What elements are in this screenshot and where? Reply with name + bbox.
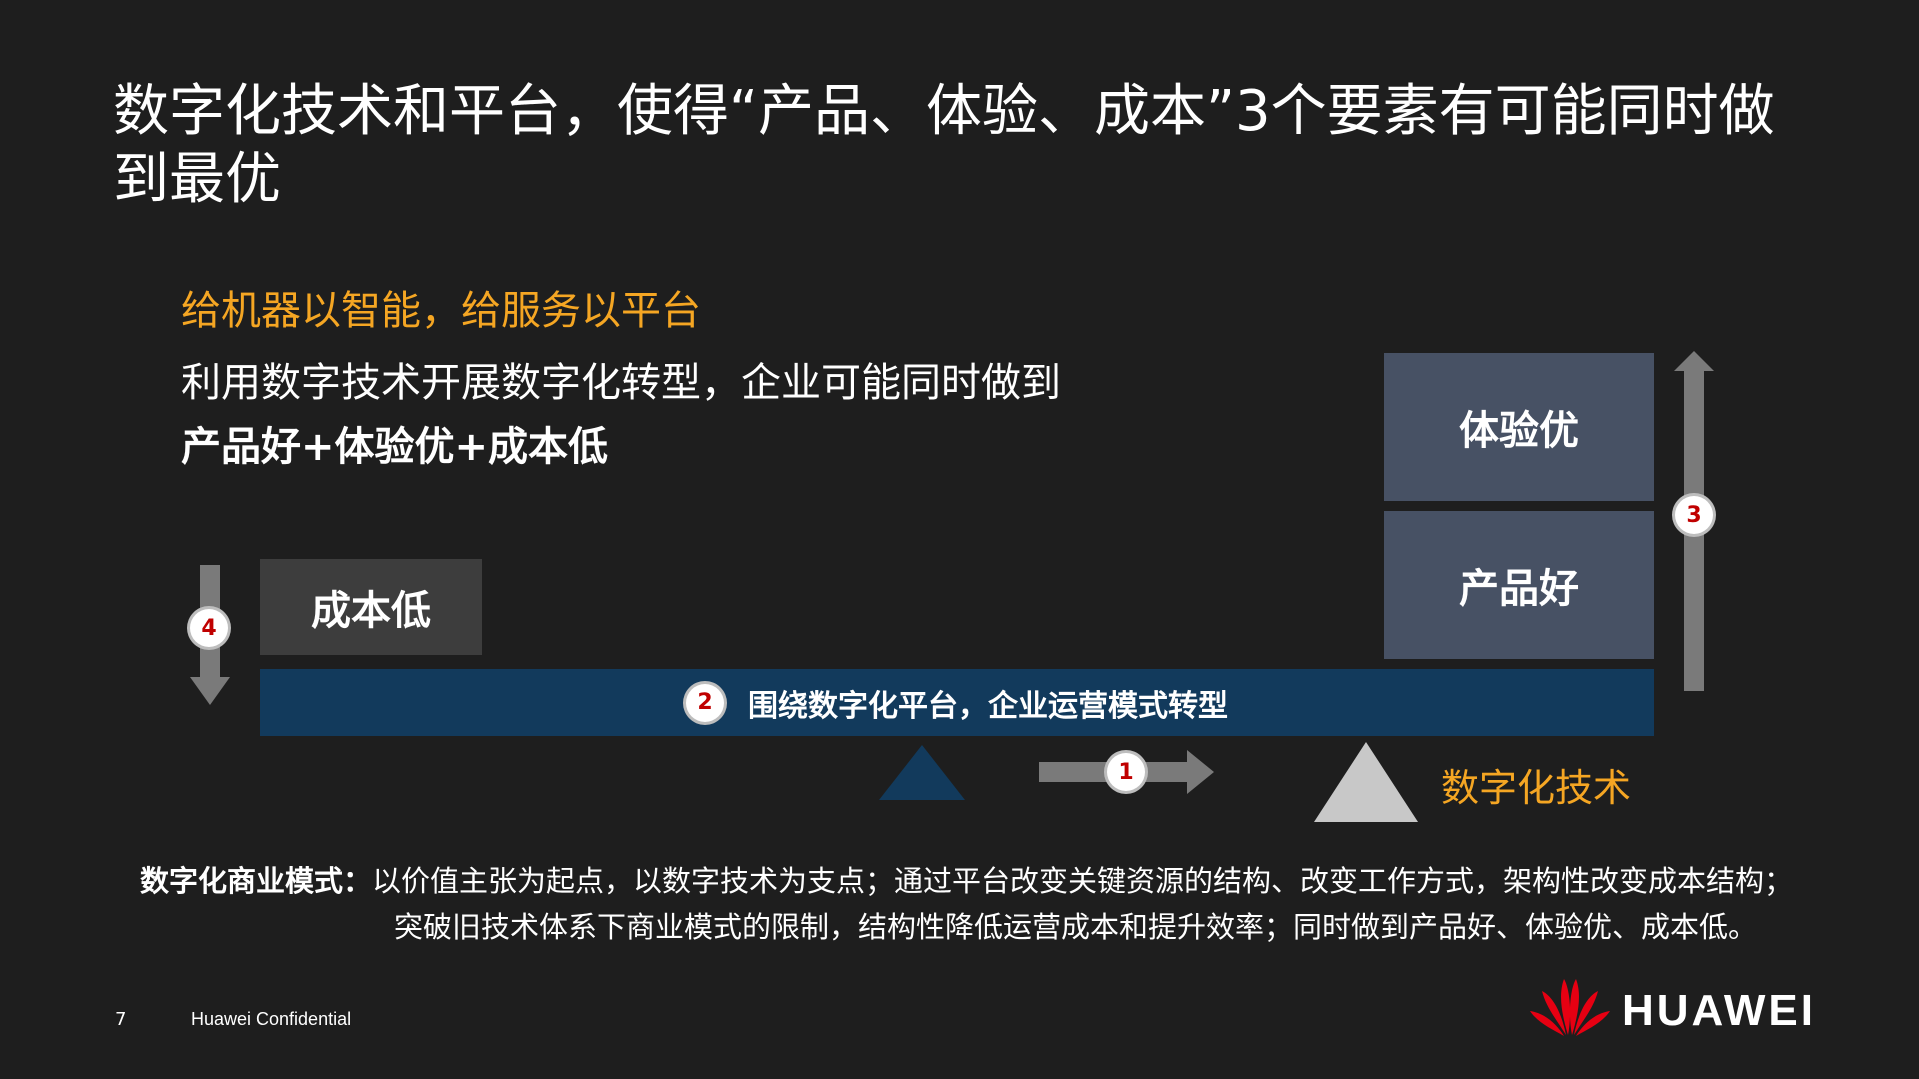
badge-4: 4 (190, 609, 228, 647)
orange-subtitle: 给机器以智能，给服务以平台 (181, 288, 701, 334)
slide-title: 数字化技术和平台，使得“产品、体验、成本”3个要素有可能同时做到最优 (113, 79, 1775, 212)
statement-line: 利用数字技术开展数字化转型，企业可能同时做到 (181, 360, 1061, 406)
triangle-gray-icon (1314, 742, 1418, 822)
business-model-text2: 突破旧技术体系下商业模式的限制，结构性降低运营成本和提升效率；同时做到产品好、体… (394, 910, 1758, 944)
business-model-label: 数字化商业模式： (140, 864, 373, 898)
platform-bar: 2 围绕数字化平台，企业运营模式转型 (260, 669, 1654, 736)
confidential-label: Huawei Confidential (191, 1009, 352, 1029)
cost-low-box: 成本低 (260, 559, 482, 655)
experience-box: 体验优 (1384, 353, 1654, 501)
page-number: 7 (115, 1009, 127, 1030)
badge-1: 1 (1107, 753, 1145, 791)
huawei-logo-icon (1530, 979, 1610, 1036)
triangle-blue-icon (879, 745, 965, 800)
badge-3: 3 (1675, 496, 1713, 534)
digital-tech-label: 数字化技术 (1441, 766, 1632, 810)
platform-label: 围绕数字化平台，企业运营模式转型 (748, 688, 1228, 724)
business-model-line1: 数字化商业模式：以价值主张为起点，以数字技术为支点；通过平台改变关键资源的结构、… (140, 860, 1793, 903)
badge-2: 2 (686, 683, 724, 722)
business-model-text1: 以价值主张为起点，以数字技术为支点；通过平台改变关键资源的结构、改变工作方式，架… (372, 864, 1794, 898)
product-box: 产品好 (1384, 511, 1654, 659)
brand-wordmark: HUAWEI (1622, 986, 1816, 1035)
statement-bold-line: 产品好+体验优+成本低 (181, 424, 609, 470)
